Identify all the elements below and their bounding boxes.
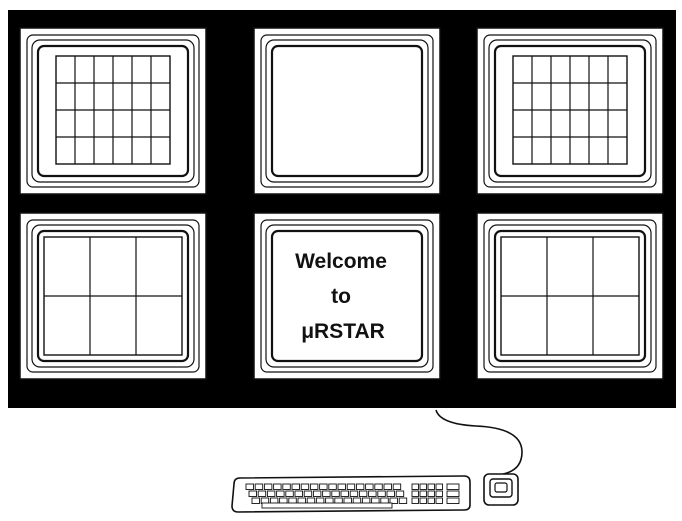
keyboard-key (246, 484, 254, 490)
keyboard-key (412, 498, 419, 504)
keyboard-key (412, 491, 419, 497)
keyboard-key (428, 498, 435, 504)
keyboard-key (420, 484, 427, 490)
monitor-bottom-left (20, 213, 206, 379)
keyboard-key (283, 484, 291, 490)
keyboard-key (252, 498, 260, 504)
keyboard-key (304, 491, 312, 497)
monitor-top-center (254, 28, 440, 194)
monitor-top-right (477, 28, 663, 194)
keyboard-key (356, 484, 364, 490)
keyboard-key (420, 498, 427, 504)
keyboard-key (267, 491, 275, 497)
welcome-line-3: μRSTAR (301, 320, 385, 343)
keyboard-key (255, 484, 263, 490)
keyboard-key (310, 484, 318, 490)
keyboard-key (378, 491, 386, 497)
keyboard-key (341, 491, 349, 497)
keyboard-key (375, 484, 383, 490)
mouse-cable (436, 410, 522, 474)
keyboard-key (359, 491, 367, 497)
keyboard-key (399, 498, 407, 504)
welcome-line-1: Welcome (295, 250, 387, 273)
keyboard-icon[interactable] (232, 476, 470, 512)
keyboard-key (323, 491, 331, 497)
keyboard-key (338, 484, 346, 490)
keyboard-key (420, 491, 427, 497)
keyboard-key (369, 491, 377, 497)
keyboard-key (396, 491, 404, 497)
keyboard-key (301, 484, 309, 490)
keyboard-key (286, 491, 294, 497)
keyboard-key (350, 491, 358, 497)
monitor-screen (272, 46, 422, 176)
keyboard-key (436, 484, 443, 490)
keyboard-key (428, 491, 435, 497)
keyboard-key (295, 491, 303, 497)
keyboard-key (277, 491, 285, 497)
keyboard-key (436, 491, 443, 497)
keyboard-key (387, 491, 395, 497)
keyboard-key (258, 491, 266, 497)
keyboard-key (412, 484, 419, 490)
keyboard-key (292, 484, 300, 490)
keyboard-key (366, 484, 374, 490)
welcome-line-2: to (331, 285, 351, 308)
keyboard-key (313, 491, 321, 497)
keyboard-key (274, 484, 282, 490)
keyboard-key (320, 484, 328, 490)
keyboard-key (332, 491, 340, 497)
keyboard-spacebar (262, 503, 392, 508)
monitor-bottom-right (477, 213, 663, 379)
keyboard-key (393, 484, 401, 490)
keyboard-key (447, 484, 459, 490)
keyboard-key (347, 484, 355, 490)
keyboard-key (264, 484, 272, 490)
keyboard-key (436, 498, 443, 504)
keyboard-key (447, 498, 459, 504)
keyboard-key (329, 484, 337, 490)
keyboard-key (249, 491, 257, 497)
keyboard-key (428, 484, 435, 490)
keyboard-key (384, 484, 392, 490)
mouse-icon[interactable] (484, 474, 518, 505)
keyboard-key (447, 491, 459, 497)
monitor-top-left (20, 28, 206, 194)
